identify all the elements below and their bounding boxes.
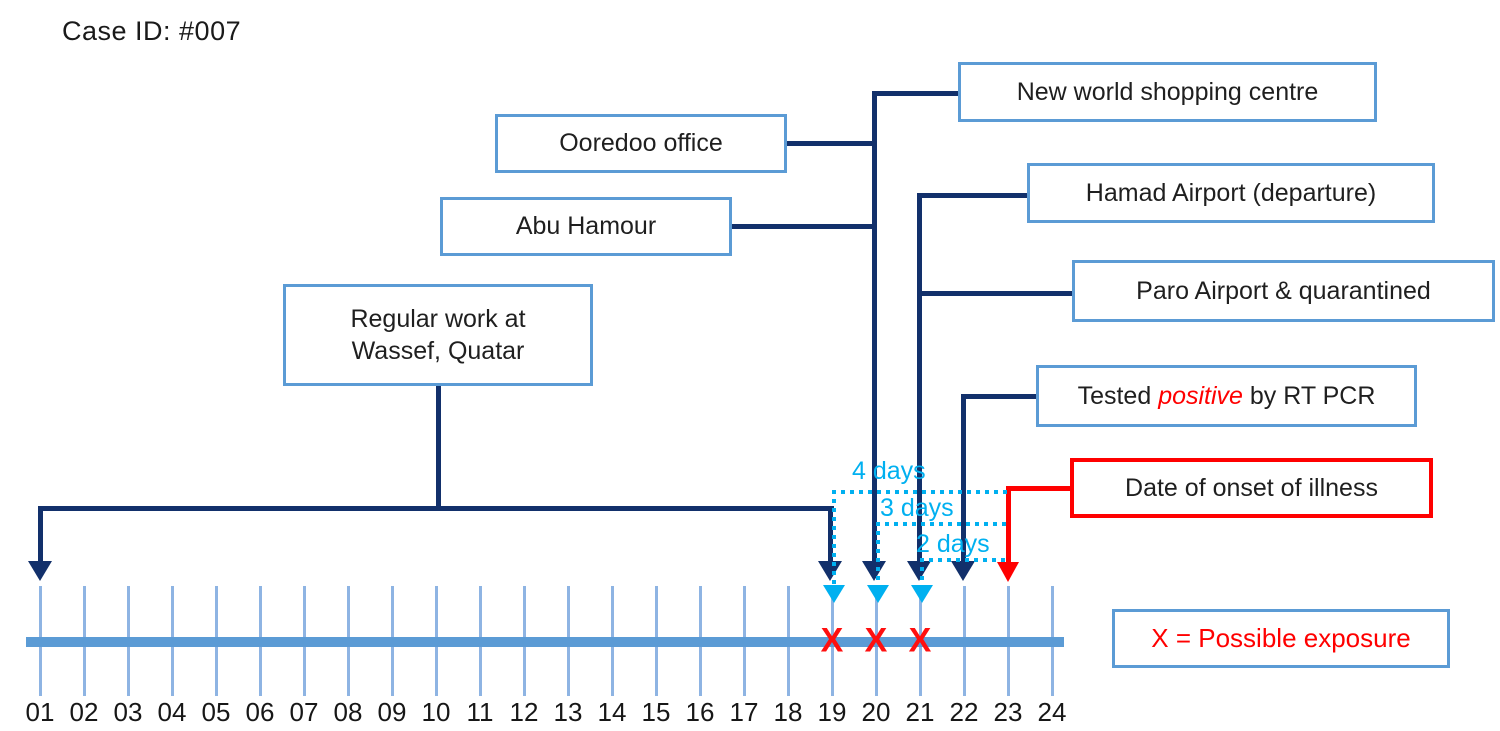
day-label-07: 07 [289,697,319,727]
day-label-10: 10 [421,697,451,727]
event-label-prefix: Tested [1077,381,1159,410]
event-label-positive: positive [1158,381,1243,410]
duration-4days-label: 4 days [852,457,926,485]
day-label-06: 06 [245,697,275,727]
connector-ooredoo-horizontal [787,141,876,146]
arrow-day21 [907,561,931,581]
event-box-regular-work: Regular work at Wassef, Quatar [283,284,593,386]
day-label-17: 17 [729,697,759,727]
day-label-14: 14 [597,697,627,727]
arrow-day01 [28,561,52,581]
event-label: Abu Hamour [515,212,657,241]
day-label-15: 15 [641,697,671,727]
connector-paro-horizontal [917,291,1072,296]
day-label-02: 02 [69,697,99,727]
duration-2days-label: 2 days [916,530,990,558]
timeline-bar [26,637,1064,647]
exposure-x-day-19: X [820,621,844,660]
connector-day19-vertical [828,506,833,562]
day-label-19: 19 [817,697,847,727]
event-box-abu-hamour: Abu Hamour [440,197,732,256]
day-label-12: 12 [509,697,539,727]
day-label-13: 13 [553,697,583,727]
connector-regular-work-span [38,506,834,511]
event-label-line1: Regular work at [350,304,526,333]
connector-regular-work-stem [436,385,441,511]
duration-2days-drop [920,558,924,586]
day-label-11: 11 [466,697,494,727]
arrow-exposure-day20 [867,585,889,603]
arrow-day22 [951,561,975,581]
duration-2days-line [920,558,1009,562]
duration-3days-line [876,522,1009,526]
exposure-x-day-20: X [864,621,888,660]
day-label-05: 05 [201,697,231,727]
event-box-hamad-airport: Hamad Airport (departure) [1027,163,1435,223]
connector-onset-horizontal [1006,486,1070,491]
duration-4days-line [832,490,1009,494]
day-label-03: 03 [113,697,143,727]
arrow-day23-onset [997,562,1019,582]
duration-4days-drop [832,490,836,586]
arrow-exposure-day21 [911,585,933,603]
event-label: New world shopping centre [1016,77,1319,106]
day-label-01: 01 [25,697,55,727]
day-label-16: 16 [685,697,715,727]
event-box-onset: Date of onset of illness [1070,458,1433,518]
day-label-21: 21 [905,697,935,727]
event-label: Ooredoo office [559,129,723,158]
case-id-title: Case ID: #007 [62,16,242,46]
connector-tested-horizontal [961,394,1036,399]
connector-new-world-horizontal [872,91,960,96]
arrow-exposure-day19 [823,585,845,603]
day-label-04: 04 [157,697,187,727]
event-label: Paro Airport & quarantined [1136,276,1431,305]
day-label-23: 23 [993,697,1023,727]
event-box-ooredoo: Ooredoo office [495,114,787,173]
arrow-day20 [862,561,886,581]
duration-3days-label: 3 days [880,494,954,522]
day-label-20: 20 [861,697,891,727]
event-label-suffix: by RT PCR [1242,381,1376,410]
day-label-18: 18 [773,697,803,727]
duration-3days-drop [876,522,880,586]
connector-day20-vertical [872,91,877,562]
event-label: Hamad Airport (departure) [1085,178,1377,207]
event-label-line2: Wassef, Quatar [351,337,525,365]
connector-hamad-horizontal [917,193,1027,198]
exposure-x-day-21: X [908,621,932,660]
day-label-24: 24 [1037,697,1067,727]
legend-box: X = Possible exposure [1112,609,1450,668]
day-label-22: 22 [949,697,979,727]
event-box-new-world: New world shopping centre [958,62,1377,122]
event-box-paro-airport: Paro Airport & quarantined [1072,260,1495,322]
connector-abu-hamour-horizontal [732,224,876,229]
connector-day21-vertical [917,193,922,562]
connector-day01-vertical [38,506,43,562]
day-label-08: 08 [333,697,363,727]
legend-text: X = Possible exposure [1151,622,1411,653]
arrow-day19 [818,561,842,581]
connector-day22-vertical [961,394,966,562]
event-label: Date of onset of illness [1125,473,1378,502]
event-box-tested-positive: Tested positive by RT PCR [1036,365,1417,427]
day-label-09: 09 [377,697,407,727]
